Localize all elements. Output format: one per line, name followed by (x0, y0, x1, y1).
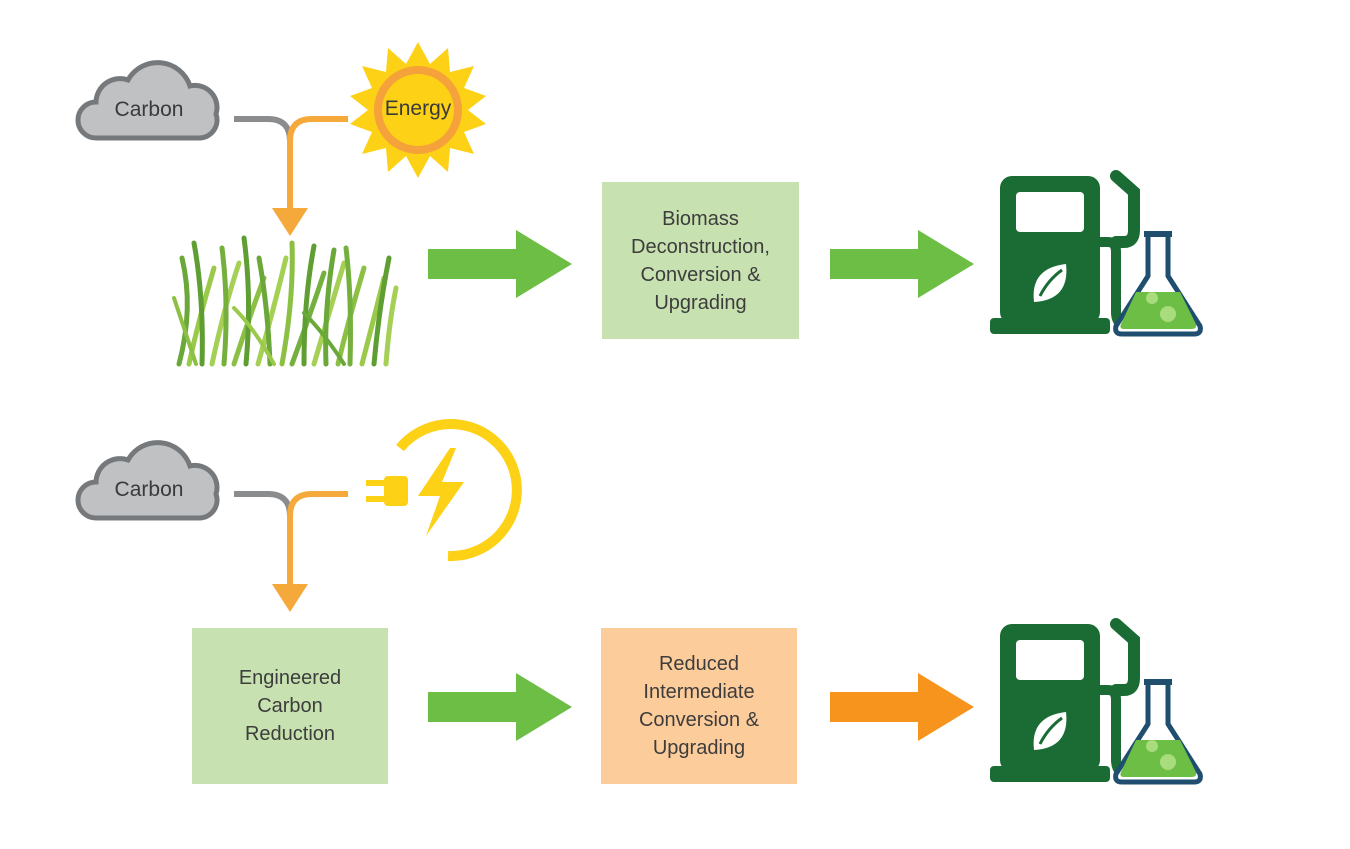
reduced-intermediate-label: Reduced Intermediate Conversion & Upgrad… (638, 653, 760, 759)
carbon-cloud-bottom: Carbon (75, 438, 220, 524)
fuel-pump-icon (990, 618, 1140, 782)
flask-icon (1113, 231, 1203, 337)
carbon-reduction-box: Engineered Carbon Reduction (192, 628, 388, 784)
cloud-icon (75, 440, 220, 521)
biomass-process-label: Biomass Deconstruction, Conversion & Upg… (631, 207, 770, 314)
grass-biomass (172, 235, 400, 367)
sun-icon (350, 42, 486, 178)
fuel-output-top (990, 170, 1204, 338)
carbon-cloud-top: Carbon (75, 58, 220, 144)
reduced-intermediate-box: Reduced Intermediate Conversion & Upgrad… (601, 628, 797, 784)
energy-sun: Energy (348, 40, 488, 180)
cloud-icon (75, 60, 220, 141)
carbon-reduction-label: Engineered Carbon Reduction (238, 667, 342, 745)
flask-icon (1113, 679, 1203, 785)
carbon-label: Carbon (114, 478, 184, 501)
grass-icon (172, 235, 399, 367)
electricity-source (360, 418, 522, 562)
electricity-icon (366, 419, 522, 562)
biomass-process-box: Biomass Deconstruction, Conversion & Upg… (602, 182, 799, 339)
energy-label: Energy (384, 97, 452, 120)
carbon-label: Carbon (114, 98, 184, 121)
fuel-output-bottom (990, 618, 1204, 786)
